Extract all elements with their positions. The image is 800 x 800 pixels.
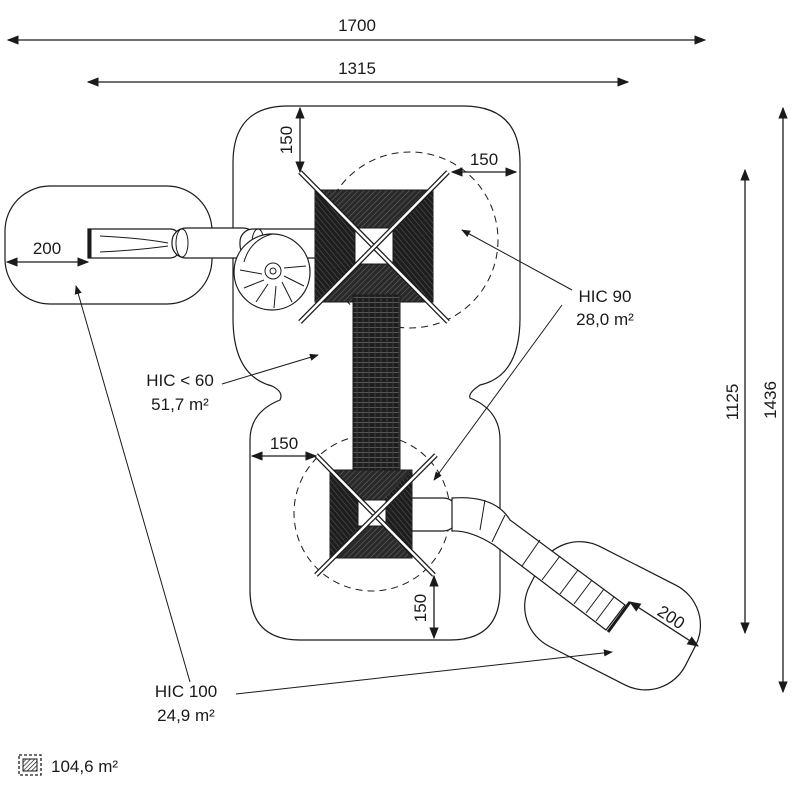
clearance-left-slide-label: 200 <box>33 239 61 258</box>
lower-tower <box>314 453 438 577</box>
hic-60-label: HIC < 60 <box>146 371 214 390</box>
clearance-right-slide-dimension <box>629 601 699 647</box>
overall-width-label: 1700 <box>338 16 376 35</box>
right-slide <box>397 497 632 633</box>
hic-100-label: HIC 100 <box>155 682 217 701</box>
clearance-top-label: 150 <box>277 126 296 154</box>
clearance-top-right-label: 150 <box>470 150 498 169</box>
legend: 104,6 m² <box>18 754 118 776</box>
clearance-lower-left-label: 150 <box>270 434 298 453</box>
spiral-slide <box>233 233 311 311</box>
dimension-lines <box>5 35 788 694</box>
inner-height-label: 1125 <box>723 384 742 421</box>
hatched-square-icon <box>18 754 42 776</box>
clearance-bottom-label: 150 <box>411 594 430 622</box>
overall-height-label: 1436 <box>761 381 780 419</box>
hic-100-area: 24,9 m² <box>157 706 215 725</box>
hic-90-label: HIC 90 <box>579 287 632 306</box>
total-area-label: 104,6 m² <box>51 757 118 776</box>
upper-tower <box>298 170 450 324</box>
leader-lines <box>74 229 613 695</box>
hic-90-area: 28,0 m² <box>576 310 634 329</box>
inner-width-label: 1315 <box>338 59 376 78</box>
climbing-bridge <box>352 294 401 496</box>
hic-60-area: 51,7 m² <box>151 395 209 414</box>
